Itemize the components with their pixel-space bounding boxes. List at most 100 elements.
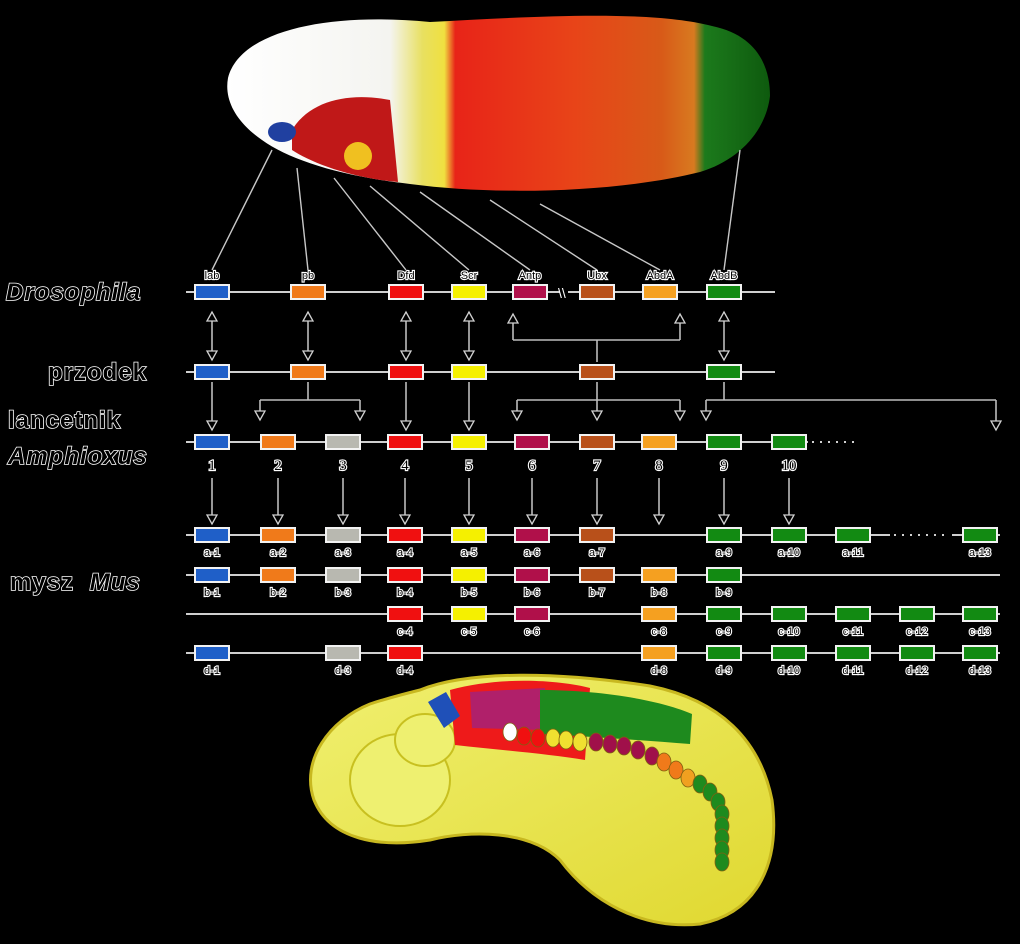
dros-anc-arrow-3-head-up <box>399 310 413 322</box>
ubx-split-left-head-down <box>510 410 524 422</box>
abdb-split-right-head-down <box>989 420 1003 432</box>
mouse-label-b-5: b-5 <box>461 587 477 599</box>
dros-gene-pb <box>290 284 326 300</box>
mouse-label-a-6: a-6 <box>524 547 540 559</box>
mouse-gene-a-7 <box>579 527 615 543</box>
label-lancetnik: lancetnik <box>8 407 121 434</box>
mouse-gene-c-13 <box>962 606 998 622</box>
mouse-gene-d-3 <box>325 645 361 661</box>
fly-blue-region <box>268 122 296 142</box>
homology-connectors <box>205 310 1003 526</box>
amphioxus-gene-1 <box>194 434 230 450</box>
mouse-label-c-4: c-4 <box>397 626 412 638</box>
somite-2 <box>516 726 532 746</box>
mouse-label-c-13: c-13 <box>969 626 990 638</box>
mouse-blue-domain <box>428 692 460 728</box>
mouse-green-domain <box>540 690 692 744</box>
dros-label-scr: Scr <box>461 270 478 282</box>
label-przodek: przodek <box>48 359 147 386</box>
dros-anc-arrow-4-head-down <box>462 350 476 362</box>
lab-down-head-down <box>205 420 219 432</box>
mouse-gene-a-6 <box>514 527 550 543</box>
mouse-gene-d-12 <box>899 645 935 661</box>
dros-label-antp: Antp <box>519 270 542 282</box>
mouse-gene-a-1 <box>194 527 230 543</box>
mouse-gene-b-4 <box>387 567 423 583</box>
mouse-label-a-10: a-10 <box>778 547 800 559</box>
somite-9 <box>616 736 632 756</box>
mouse-label-a-3: a-3 <box>335 547 351 559</box>
mouse-label-a-5: a-5 <box>461 547 477 559</box>
somite-1 <box>502 722 518 742</box>
dros-gene-antp <box>512 284 548 300</box>
amphioxus-gene-6 <box>514 434 550 450</box>
drosophila-embryo <box>227 15 771 191</box>
mouse-gene-d-9 <box>706 645 742 661</box>
amphioxus-number-4: 4 <box>401 458 409 474</box>
amphioxus-gene-9 <box>706 434 742 450</box>
abdb-split-left-head-down <box>699 410 713 422</box>
ancestor-gene-3 <box>388 364 424 380</box>
dros-anc-arrow-3-head-down <box>399 350 413 362</box>
mouse-gene-c-12 <box>899 606 935 622</box>
somite-13 <box>668 760 684 780</box>
amphioxus-mouse-arrow-10-head-down <box>782 514 796 526</box>
fly-embryo-body <box>227 15 771 191</box>
dros-label-abdb: AbdB <box>711 270 738 282</box>
mouse-label-c-10: c-10 <box>778 626 799 638</box>
fly-line-2 <box>296 167 309 271</box>
mouse-gene-a-9 <box>706 527 742 543</box>
amphioxus-number-2: 2 <box>274 458 282 474</box>
mouse-gene-b-2 <box>260 567 296 583</box>
dros-anc-arrow-5-head-down <box>717 350 731 362</box>
dros-gene-lab <box>194 284 230 300</box>
somite-3 <box>530 728 546 748</box>
mouse-gene-a-2 <box>260 527 296 543</box>
mouse-gene-b-7 <box>579 567 615 583</box>
mouse-label-b-9: b-9 <box>716 587 732 599</box>
mouse-gene-d-11 <box>835 645 871 661</box>
dros-label-ubx: Ubx <box>587 270 607 282</box>
mouse-label-c-9: c-9 <box>716 626 731 638</box>
amphioxus-number-1: 1 <box>208 458 216 474</box>
mouse-label-a-13: a-13 <box>969 547 991 559</box>
fly-line-1 <box>211 149 273 271</box>
amphioxus-mouse-arrow-1-head-down <box>205 514 219 526</box>
dros-anc-arrow-2-head-down <box>301 350 315 362</box>
mouse-gene-a-10 <box>771 527 807 543</box>
ancestor-gene-5 <box>579 364 615 380</box>
dros-gene-abdb <box>706 284 742 300</box>
fly-yellow-spot <box>344 142 372 170</box>
mouse-gene-b-8 <box>641 567 677 583</box>
fly-line-6 <box>489 199 598 271</box>
mouse-label-b-3: b-3 <box>335 587 351 599</box>
amphioxus-gene-8 <box>641 434 677 450</box>
somite-6 <box>572 732 588 752</box>
ubx-split-right-head-down <box>673 410 687 422</box>
amphioxus-number-7: 7 <box>593 458 601 474</box>
pb-split-right-head-down <box>353 410 367 422</box>
fly-line-5 <box>419 191 531 271</box>
mouse-gene-a-3 <box>325 527 361 543</box>
dros-gene-abda <box>642 284 678 300</box>
amphioxus-mouse-arrow-4-head-down <box>398 514 412 526</box>
mouse-gene-c-8 <box>641 606 677 622</box>
amphioxus-gene-3 <box>325 434 361 450</box>
dros-label-abda: AbdA <box>647 270 675 282</box>
mouse-embryo <box>309 673 776 927</box>
mouse-label-d-13: d-13 <box>969 665 991 677</box>
label-mus-text: Mus <box>90 569 141 596</box>
mouse-label-b-7: b-7 <box>589 587 605 599</box>
abda-bracket-head <box>673 312 687 324</box>
mouse-gene-a-11 <box>835 527 871 543</box>
ancestor-gene-2 <box>290 364 326 380</box>
mouse-label-c-8: c-8 <box>651 626 666 638</box>
mouse-label-d-4: d-4 <box>397 665 413 677</box>
fly-line-4 <box>369 185 470 271</box>
dros-label-pb: pb <box>302 270 314 282</box>
amphioxus-gene-5 <box>451 434 487 450</box>
mouse-label-c-12: c-12 <box>906 626 927 638</box>
somite-10 <box>630 740 646 760</box>
dros-gene-ubx <box>579 284 615 300</box>
